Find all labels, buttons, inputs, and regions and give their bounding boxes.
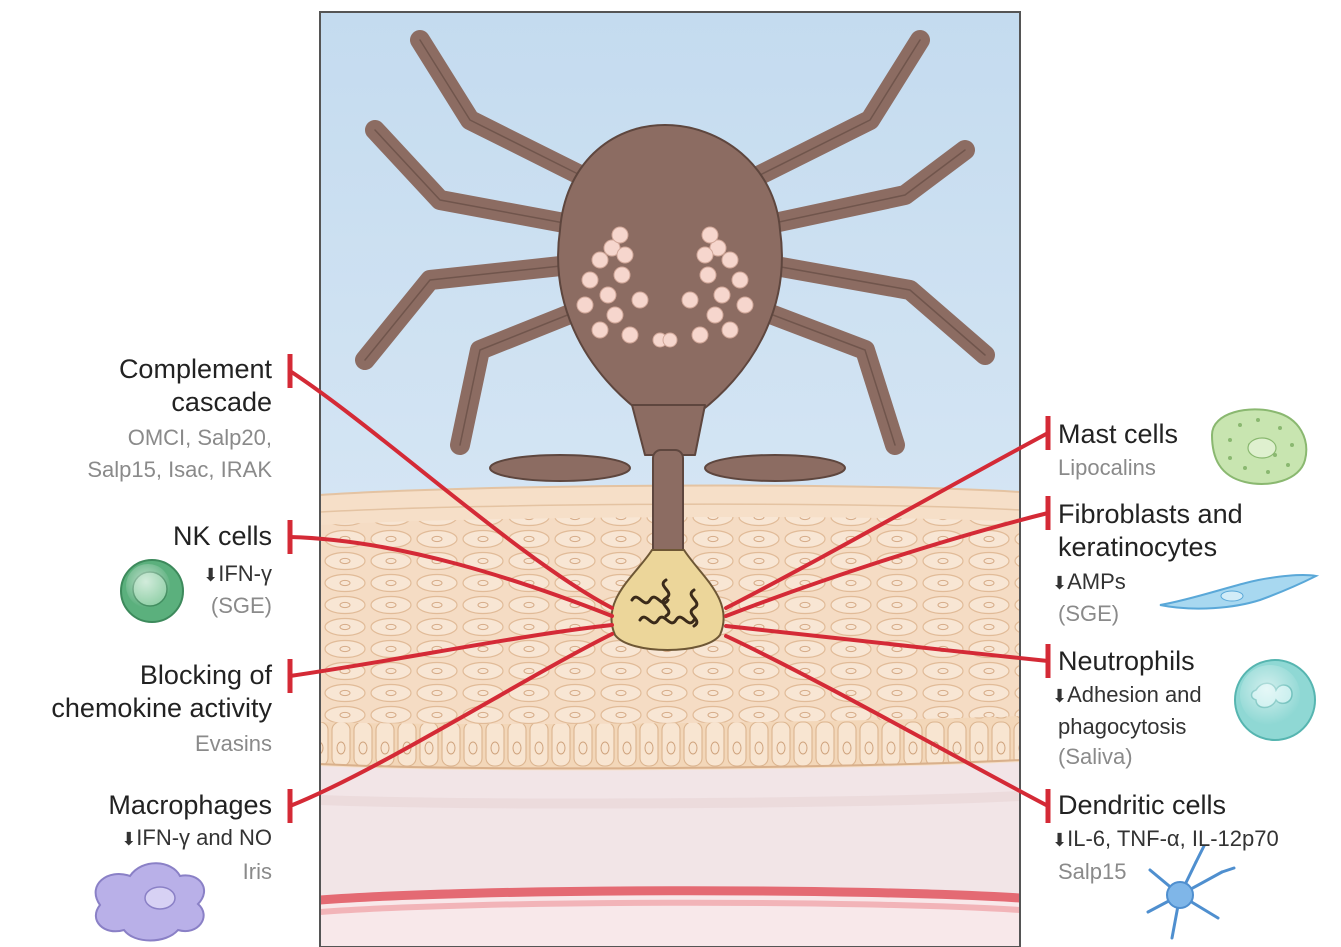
source-text: Iris bbox=[243, 859, 272, 884]
down-arrow-icon: ⬇ bbox=[1052, 573, 1067, 593]
label-line: Dendritic cells bbox=[1058, 792, 1226, 819]
down-arrow-icon: ⬇ bbox=[121, 829, 136, 849]
down-arrow-icon: ⬇ bbox=[1052, 686, 1067, 706]
neutrophils-label: Neutrophils bbox=[1058, 648, 1195, 675]
effect-text: AMPs bbox=[1067, 569, 1126, 594]
nk-cells-effect: ⬇IFN-γ bbox=[0, 563, 272, 585]
down-arrow-icon: ⬇ bbox=[203, 565, 218, 585]
label-line: Salp15, Isac, IRAK bbox=[0, 459, 272, 481]
fibroblast-icon bbox=[1160, 575, 1316, 609]
source-text: (Saliva) bbox=[1058, 744, 1133, 769]
macrophages-label: Macrophages bbox=[0, 792, 272, 819]
nk-cells-source: (SGE) bbox=[0, 595, 272, 617]
complement-cascade-label: Complement cascade bbox=[0, 356, 272, 416]
label-line: Blocking of bbox=[0, 662, 272, 689]
label-line: cascade bbox=[0, 389, 272, 416]
down-arrow-icon: ⬇ bbox=[1052, 830, 1067, 850]
nk-cells-label: NK cells bbox=[0, 523, 272, 550]
fibroblasts-effect: ⬇AMPs bbox=[1052, 571, 1126, 593]
dendritic-cells-effect: ⬇IL-6, TNF-α, IL-12p70 bbox=[1052, 828, 1279, 850]
dendritic-cell-icon bbox=[1148, 846, 1234, 938]
macrophages-effect: ⬇IFN-γ and NO bbox=[0, 827, 272, 849]
dendritic-cells-label: Dendritic cells bbox=[1058, 792, 1226, 819]
neutrophil-icon bbox=[1235, 660, 1315, 740]
effect-text: Adhesion and bbox=[1067, 682, 1202, 707]
source-text: (SGE) bbox=[211, 593, 272, 618]
label-line: Complement bbox=[0, 356, 272, 383]
mast-cells-inhibitors: Lipocalins bbox=[1058, 457, 1156, 479]
source-text: Salp15 bbox=[1058, 859, 1127, 884]
label-line: Neutrophils bbox=[1058, 648, 1195, 675]
label-line: keratinocytes bbox=[1058, 534, 1243, 561]
label-line: Fibroblasts and bbox=[1058, 501, 1243, 528]
source-text: (SGE) bbox=[1058, 601, 1119, 626]
fibroblasts-keratinocytes-label: Fibroblasts and keratinocytes bbox=[1058, 501, 1243, 561]
neutrophils-effect: ⬇Adhesion and phagocytosis bbox=[1052, 684, 1202, 738]
source-text: Lipocalins bbox=[1058, 455, 1156, 480]
mast-cells-label: Mast cells bbox=[1058, 421, 1178, 448]
neutrophils-source: (Saliva) bbox=[1058, 746, 1133, 768]
effect-text: IFN-γ bbox=[218, 561, 272, 586]
label-line: Macrophages bbox=[0, 792, 272, 819]
label-line: OMCI, Salp20, bbox=[0, 427, 272, 449]
chemokine-blocking-label: Blocking of chemokine activity bbox=[0, 662, 272, 722]
dendritic-cells-source: Salp15 bbox=[1058, 861, 1127, 883]
effect-text: IL-6, TNF-α, IL-12p70 bbox=[1067, 826, 1279, 851]
macrophages-source: Iris bbox=[0, 861, 272, 883]
complement-inhibitors: OMCI, Salp20, Salp15, Isac, IRAK bbox=[0, 427, 272, 481]
chemokine-inhibitors: Evasins bbox=[0, 733, 272, 755]
effect-text: IFN-γ and NO bbox=[136, 825, 272, 850]
label-line: chemokine activity bbox=[0, 695, 272, 722]
mast-cell-icon bbox=[1212, 409, 1306, 484]
fibroblasts-source: (SGE) bbox=[1058, 603, 1119, 625]
label-line: NK cells bbox=[0, 523, 272, 550]
label-line: Mast cells bbox=[1058, 421, 1178, 448]
source-text: Evasins bbox=[195, 731, 272, 756]
effect-text: phagocytosis bbox=[1058, 716, 1202, 738]
